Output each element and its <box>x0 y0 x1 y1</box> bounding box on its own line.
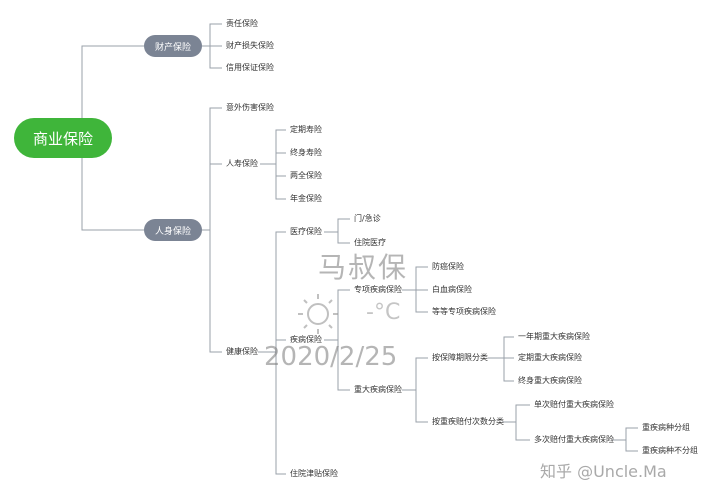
node-other-special[interactable]: 等等专项疾病保险 <box>432 307 496 316</box>
node-by-term[interactable]: 按保障期限分类 <box>432 353 488 362</box>
branch-property-insurance[interactable]: 财产保险 <box>144 35 202 57</box>
node-accident[interactable]: 意外伤害保险 <box>226 103 274 112</box>
node-endowment[interactable]: 两全保险 <box>290 171 322 180</box>
node-life[interactable]: 人寿保险 <box>226 159 258 168</box>
node-hospital-allowance[interactable]: 住院津贴保险 <box>290 469 338 478</box>
node-medical[interactable]: 医疗保险 <box>290 227 322 236</box>
node-one-year-ci[interactable]: 一年期重大疾病保险 <box>518 332 590 341</box>
node-credit-guarantee[interactable]: 信用保证保险 <box>226 63 274 72</box>
node-health[interactable]: 健康保险 <box>226 347 258 356</box>
watermark-temperature: -°C <box>366 300 401 325</box>
watermark-credit: 知乎 @Uncle.Ma <box>540 462 667 481</box>
node-outpatient[interactable]: 门/急诊 <box>354 214 381 223</box>
node-by-payout[interactable]: 按重疾赔付次数分类 <box>432 417 504 426</box>
node-critical-illness[interactable]: 重大疾病保险 <box>354 385 402 394</box>
branch-personal-insurance[interactable]: 人身保险 <box>144 219 202 241</box>
node-term-ci[interactable]: 定期重大疾病保险 <box>518 353 582 362</box>
sun-icon <box>298 294 338 334</box>
root-node[interactable]: 商业保险 <box>14 118 112 158</box>
node-whole-life-ci[interactable]: 终身重大疾病保险 <box>518 376 582 385</box>
node-disease[interactable]: 疾病保险 <box>290 335 322 344</box>
watermark-name: 马叔保 <box>318 251 409 284</box>
watermark-date: 2020/2/25 <box>264 342 398 372</box>
node-property-loss[interactable]: 财产损失保险 <box>226 41 274 50</box>
node-ungrouped[interactable]: 重疾病种不分组 <box>642 446 698 455</box>
node-leukemia[interactable]: 白血病保险 <box>432 285 472 294</box>
node-single-payout[interactable]: 单次赔付重大疾病保险 <box>534 400 614 409</box>
node-anti-cancer[interactable]: 防癌保险 <box>432 262 464 271</box>
node-annuity[interactable]: 年金保险 <box>290 194 322 203</box>
node-liability[interactable]: 责任保险 <box>226 19 258 28</box>
node-inpatient[interactable]: 住院医疗 <box>354 238 386 247</box>
node-whole-life[interactable]: 终身寿险 <box>290 148 322 157</box>
node-multiple-payout[interactable]: 多次赔付重大疾病保险 <box>534 435 614 444</box>
node-special-disease[interactable]: 专项疾病保险 <box>354 285 402 294</box>
node-term-life[interactable]: 定期寿险 <box>290 125 322 134</box>
node-grouped[interactable]: 重疾病种分组 <box>642 423 690 432</box>
